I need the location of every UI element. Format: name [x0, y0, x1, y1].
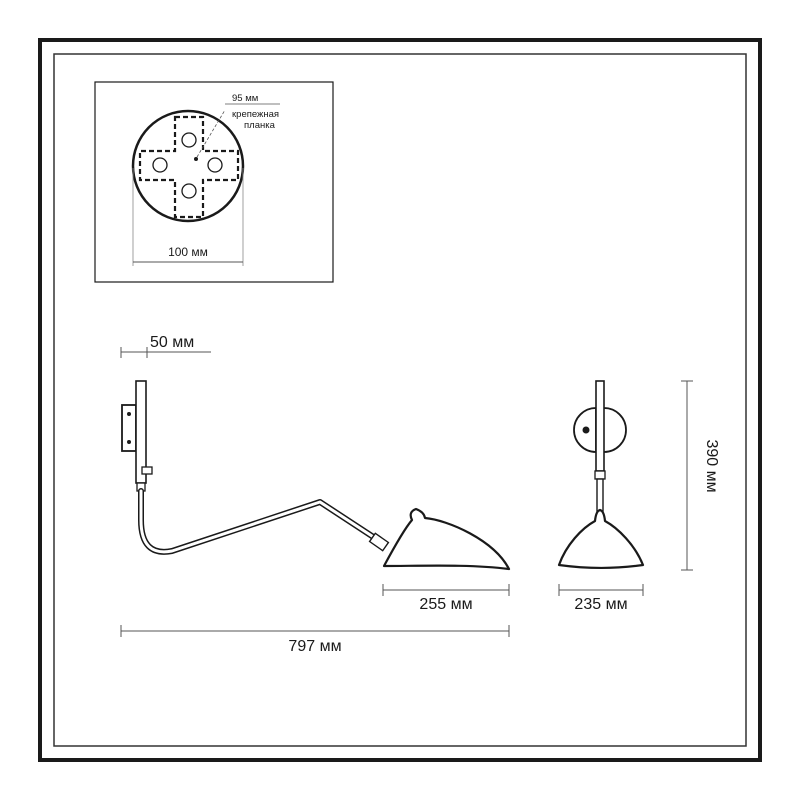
center-point	[194, 157, 198, 161]
front-wall-base-right	[603, 407, 627, 453]
wall-plate	[121, 404, 137, 452]
ceiling-base-circle	[131, 109, 245, 223]
plate-name-line1: крепежная	[232, 109, 279, 120]
front-view: 235 мм 390 мм	[557, 380, 720, 613]
wall-plate-screw-bottom	[127, 440, 131, 444]
mounting-plate-outline	[138, 115, 240, 219]
lamp-arm-inner	[139, 489, 380, 554]
shade-width-label: 255 мм	[419, 596, 472, 613]
front-arm	[596, 478, 604, 514]
screw-hole-right	[207, 157, 223, 173]
mount-detail: 95 мм крепежная планка 100 мм	[94, 81, 334, 283]
front-lamp-shade	[557, 508, 645, 570]
wall-plate-screw-top	[127, 412, 131, 416]
side-view: 50 мм 255 мм 797 мм	[120, 334, 511, 655]
front-screw	[582, 426, 590, 434]
leader-line	[196, 109, 226, 158]
front-shade-width-label: 235 мм	[574, 596, 627, 613]
screw-hole-left	[152, 157, 168, 173]
wall-offset-label: 50 мм	[150, 334, 194, 351]
plate-name-line2: планка	[244, 120, 276, 131]
shade-connector	[368, 532, 390, 552]
screw-hole-bottom	[181, 183, 197, 199]
rod-knob	[141, 466, 153, 475]
inner-frame	[53, 53, 747, 747]
front-rod-collar	[594, 470, 606, 480]
base-diameter-label: 100 мм	[168, 245, 208, 259]
height-label: 390 мм	[703, 439, 720, 492]
plate-width-label: 95 мм	[232, 93, 258, 104]
lamp-shade	[382, 507, 511, 571]
total-length-label: 797 мм	[288, 638, 341, 655]
screw-hole-top	[181, 132, 197, 148]
front-vertical-rod	[595, 380, 605, 472]
mount-detail-frame	[94, 81, 334, 283]
outer-frame	[38, 38, 762, 762]
